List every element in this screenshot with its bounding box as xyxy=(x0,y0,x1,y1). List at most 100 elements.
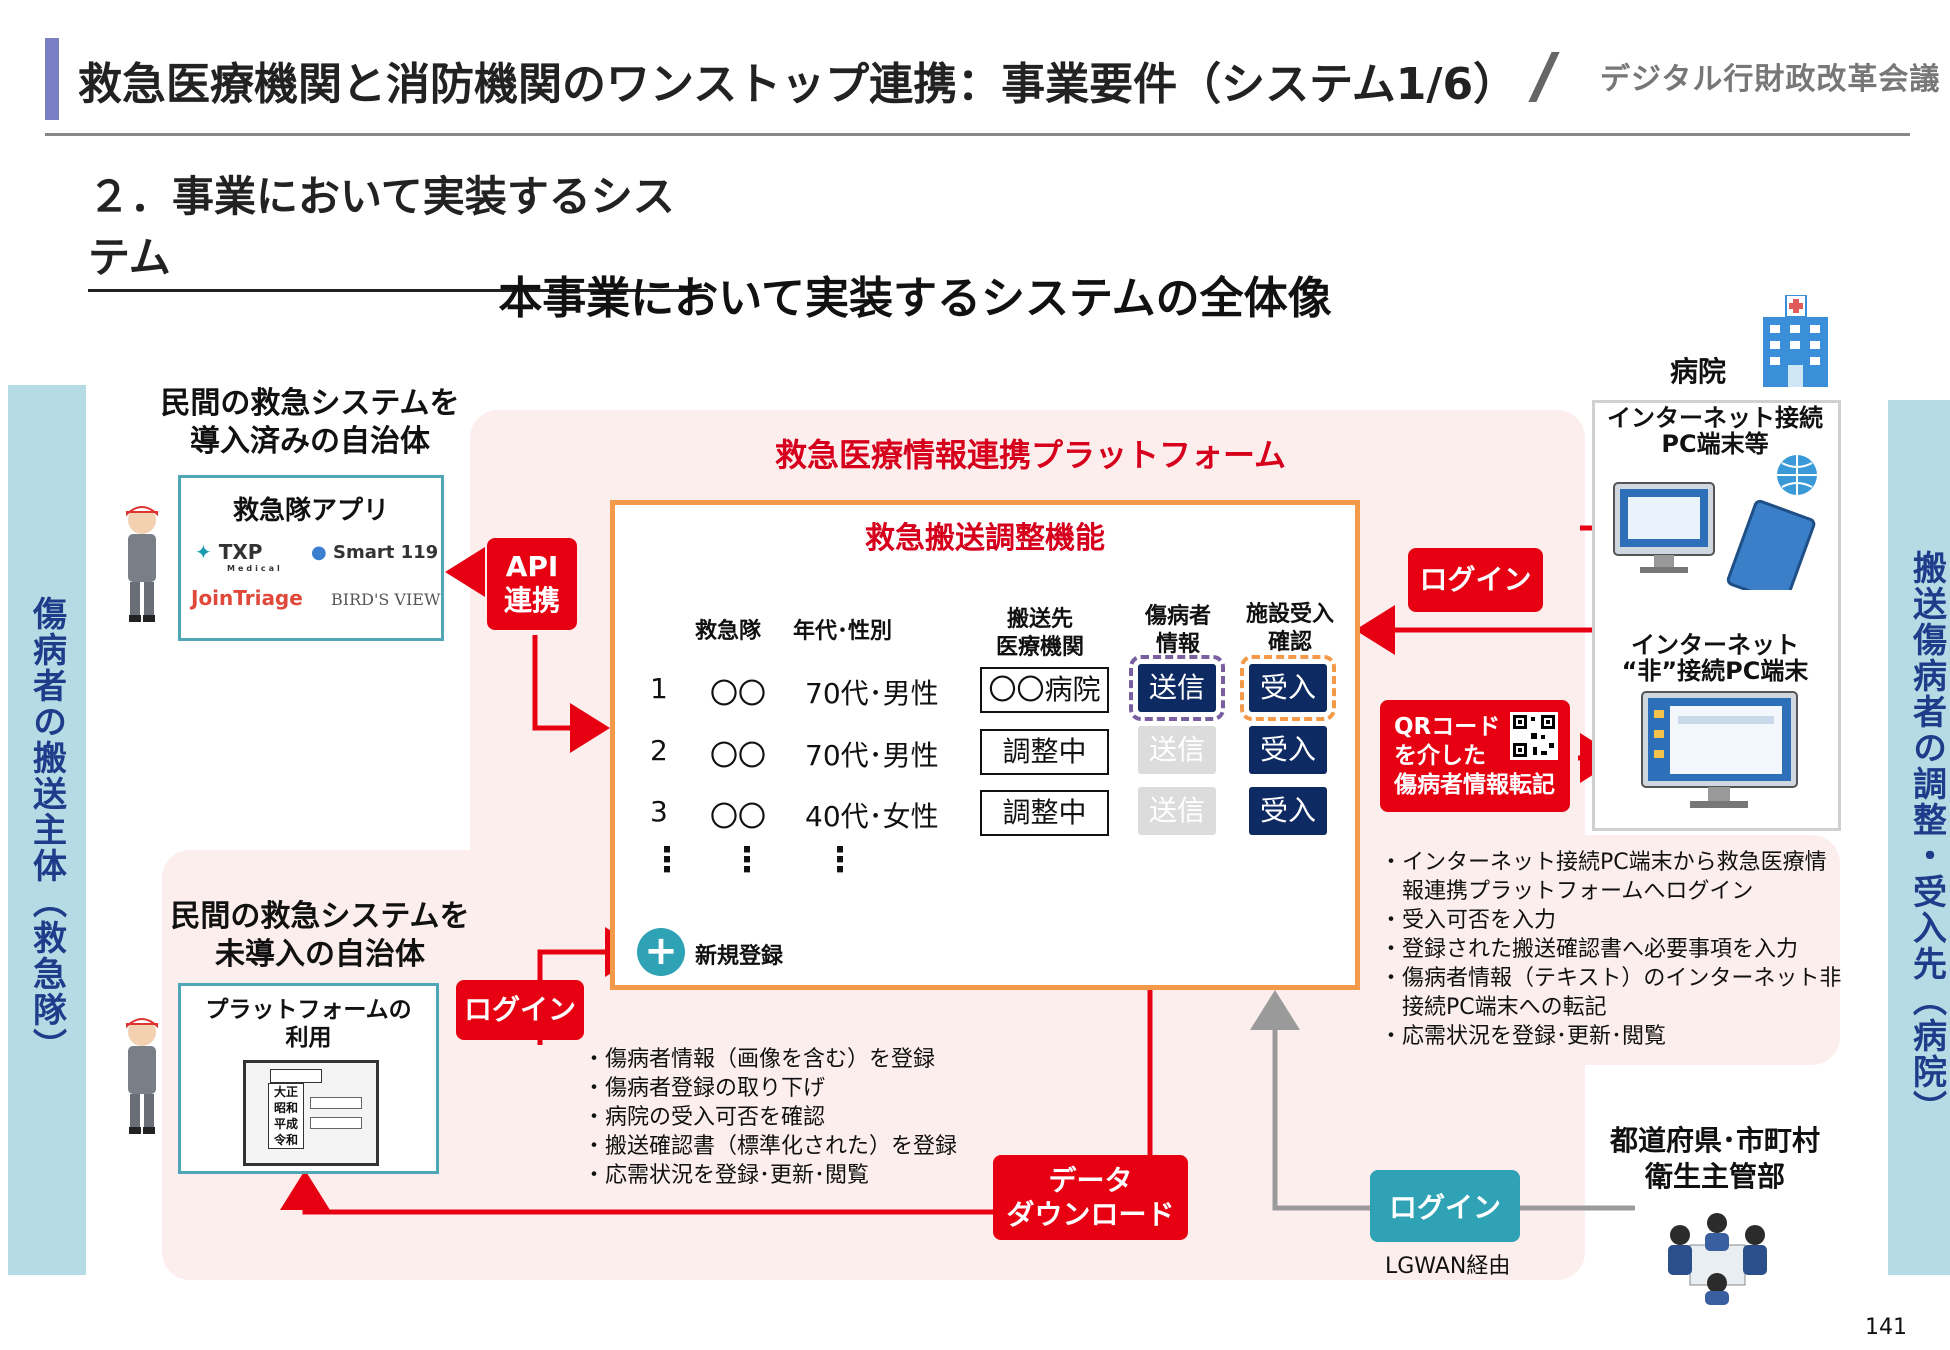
left-side-text: 傷病者の搬送主体（救急隊） xyxy=(26,596,67,1064)
lgwan-note: LGWAN経由 xyxy=(1385,1254,1511,1279)
left-bottom-label-line1: 民間の救急システムを xyxy=(170,899,470,934)
column-acceptance-line1: 施設受入 xyxy=(1245,602,1334,627)
qr-code-icon xyxy=(1510,712,1558,760)
non-internet-pc-label: インターネット “非”接続PC端末 xyxy=(1595,632,1835,684)
column-patient-info-line1: 傷病者 xyxy=(1144,604,1211,629)
login-label: ログイン xyxy=(1388,1191,1501,1224)
list-item: ・病院の受入可否を確認 xyxy=(583,1105,826,1130)
list-item: ・傷病者情報（画像を含む）を登録 xyxy=(583,1047,936,1072)
left-bottom-label: 民間の救急システムを 未導入の自治体 xyxy=(160,898,480,974)
row-age-sex: 70代･男性 xyxy=(805,677,939,710)
non-internet-pc-label-line2: “非”接続PC端末 xyxy=(1621,657,1809,685)
dispatch-coordination-title: 救急搬送調整機能 xyxy=(865,521,1105,556)
diagram-title: 本事業において実装するシステムの全体像 xyxy=(498,273,1332,324)
data-download-line2: ダウンロード xyxy=(1006,1197,1175,1231)
era-dropdown-list: 大正 昭和 平成 令和 xyxy=(268,1083,304,1149)
data-download-line1: データ xyxy=(1048,1163,1133,1197)
list-item: 接続PC端末への転記 xyxy=(1380,995,1607,1020)
left-top-label-line2: 導入済みの自治体 xyxy=(190,424,430,459)
org-name: デジタル行財政改革会議 xyxy=(1600,62,1941,97)
api-link-line2: 連携 xyxy=(503,584,560,617)
era-option: 大正 xyxy=(273,1085,298,1099)
header-accent-bar xyxy=(45,38,59,120)
column-acceptance-line2: 確認 xyxy=(1267,630,1312,655)
row-age-sex: 70代･男性 xyxy=(805,739,939,772)
list-item: ・インターネット接続PC端末から救急医療情 xyxy=(1380,850,1827,875)
send-button-disabled[interactable]: 送信 xyxy=(1138,726,1216,774)
txp-logo-sub: Medical xyxy=(227,564,283,573)
left-side-label: 傷病者の搬送主体（救急隊） xyxy=(8,385,86,1275)
platform-usage-title-line2: 利用 xyxy=(285,1025,332,1051)
internet-pc-label-line2: PC端末等 xyxy=(1661,430,1769,458)
internet-pc-icon xyxy=(1613,455,1817,590)
ellipsis-vertical: ⋮ xyxy=(650,840,684,880)
api-link-button[interactable]: API 連携 xyxy=(487,538,577,630)
list-item: ・傷病者情報（テキスト）のインターネット非 xyxy=(1380,966,1842,991)
accept-button[interactable]: 受入 xyxy=(1249,787,1327,835)
platform-usage-title-line1: プラットフォームの xyxy=(205,997,412,1023)
list-item: ・受入可否を入力 xyxy=(1380,908,1557,933)
left-bottom-label-line2: 未導入の自治体 xyxy=(215,937,425,972)
row-number: 1 xyxy=(650,672,668,705)
hospital-feature-list: ・インターネット接続PC端末から救急医療情 報連携プラットフォームへログイン ・… xyxy=(1380,848,1841,1051)
ellipsis-vertical: ⋮ xyxy=(823,840,857,880)
login-button-ambulance[interactable]: ログイン xyxy=(456,980,584,1040)
column-acceptance: 施設受入 確認 xyxy=(1235,601,1345,657)
new-registration-label[interactable]: 新規登録 xyxy=(695,944,784,969)
birdsview-logo-text: BIRD'S VIEW xyxy=(331,590,441,609)
api-link-line1: API xyxy=(505,550,559,583)
jointriage-logo: JoinTriage xyxy=(191,586,303,610)
send-button[interactable]: 送信 xyxy=(1129,655,1225,721)
qr-line1: QRコード xyxy=(1394,713,1501,740)
row-destination: 調整中 xyxy=(980,790,1109,836)
header-divider xyxy=(45,133,1910,136)
login-label: ログイン xyxy=(463,993,576,1026)
left-top-label: 民間の救急システムを 導入済みの自治体 xyxy=(150,385,470,461)
era-option: 昭和 xyxy=(273,1101,298,1115)
form-field xyxy=(310,1097,362,1109)
row-team: 〇〇 xyxy=(710,677,767,710)
firefighter-icon-2 xyxy=(126,1018,158,1134)
row-number: 3 xyxy=(650,795,668,828)
birdsview-logo: BIRD'S VIEW xyxy=(331,590,440,609)
internet-pc-label-line1: インターネット接続 xyxy=(1607,404,1823,432)
list-item: ・応需状況を登録･更新･閲覧 xyxy=(1380,1024,1667,1049)
era-option: 令和 xyxy=(273,1133,298,1147)
ambulance-feature-list: ・傷病者情報（画像を含む）を登録 ・傷病者登録の取り下げ ・病院の受入可否を確認… xyxy=(583,1045,957,1190)
column-patient-info-line2: 情報 xyxy=(1155,632,1200,657)
ambulance-app-title: 救急隊アプリ xyxy=(232,496,389,526)
internet-pc-label: インターネット接続 PC端末等 xyxy=(1595,405,1835,457)
list-item: 報連携プラットフォームへログイン xyxy=(1380,879,1754,904)
txp-logo-text: TXP xyxy=(218,540,263,564)
hospital-label: 病院 xyxy=(1670,355,1727,388)
data-download-button[interactable]: データ ダウンロード xyxy=(993,1155,1188,1240)
left-top-label-line1: 民間の救急システムを xyxy=(160,386,460,421)
row-number: 2 xyxy=(650,734,668,767)
platform-usage-box: プラットフォームの 利用 大正 昭和 平成 令和 xyxy=(178,983,439,1174)
ambulance-app-box: 救急隊アプリ ✦ TXP Medical ● Smart 119 JoinTri… xyxy=(178,475,444,641)
meeting-people-icon xyxy=(1668,1213,1767,1305)
hospital-building-icon xyxy=(1763,295,1828,387)
page-title: 救急医療機関と消防機関のワンストップ連携：事業要件（システム1/6） xyxy=(78,59,1518,110)
ellipsis-vertical: ⋮ xyxy=(730,840,764,880)
login-button-hospital[interactable]: ログイン xyxy=(1408,548,1543,612)
accept-button[interactable]: 受入 xyxy=(1240,655,1336,721)
prefecture-label: 都道府県･市町村 衛生主管部 xyxy=(1600,1123,1830,1195)
add-icon[interactable]: + xyxy=(637,928,685,976)
login-button-prefecture[interactable]: ログイン xyxy=(1370,1170,1520,1242)
row-age-sex: 40代･女性 xyxy=(805,800,939,833)
column-destination-line1: 搬送先 xyxy=(1006,607,1073,632)
qr-line3: 傷病者情報転記 xyxy=(1394,771,1555,798)
non-internet-pc-label-line1: インターネット xyxy=(1631,631,1799,659)
section-title: ２．事業において実装するシステム xyxy=(88,163,708,292)
list-item: ・応需状況を登録･更新･閲覧 xyxy=(583,1163,870,1188)
column-team: 救急隊 xyxy=(695,619,762,644)
prefecture-label-line1: 都道府県･市町村 xyxy=(1609,1124,1820,1157)
form-illustration: 大正 昭和 平成 令和 xyxy=(243,1060,379,1166)
accept-button[interactable]: 受入 xyxy=(1249,726,1327,774)
form-field xyxy=(310,1117,362,1129)
qr-transfer-button[interactable]: QRコード を介した 傷病者情報転記 xyxy=(1380,700,1570,812)
row-team: 〇〇 xyxy=(710,800,767,833)
send-button-disabled[interactable]: 送信 xyxy=(1138,787,1216,835)
prefecture-label-line2: 衛生主管部 xyxy=(1644,1160,1785,1193)
